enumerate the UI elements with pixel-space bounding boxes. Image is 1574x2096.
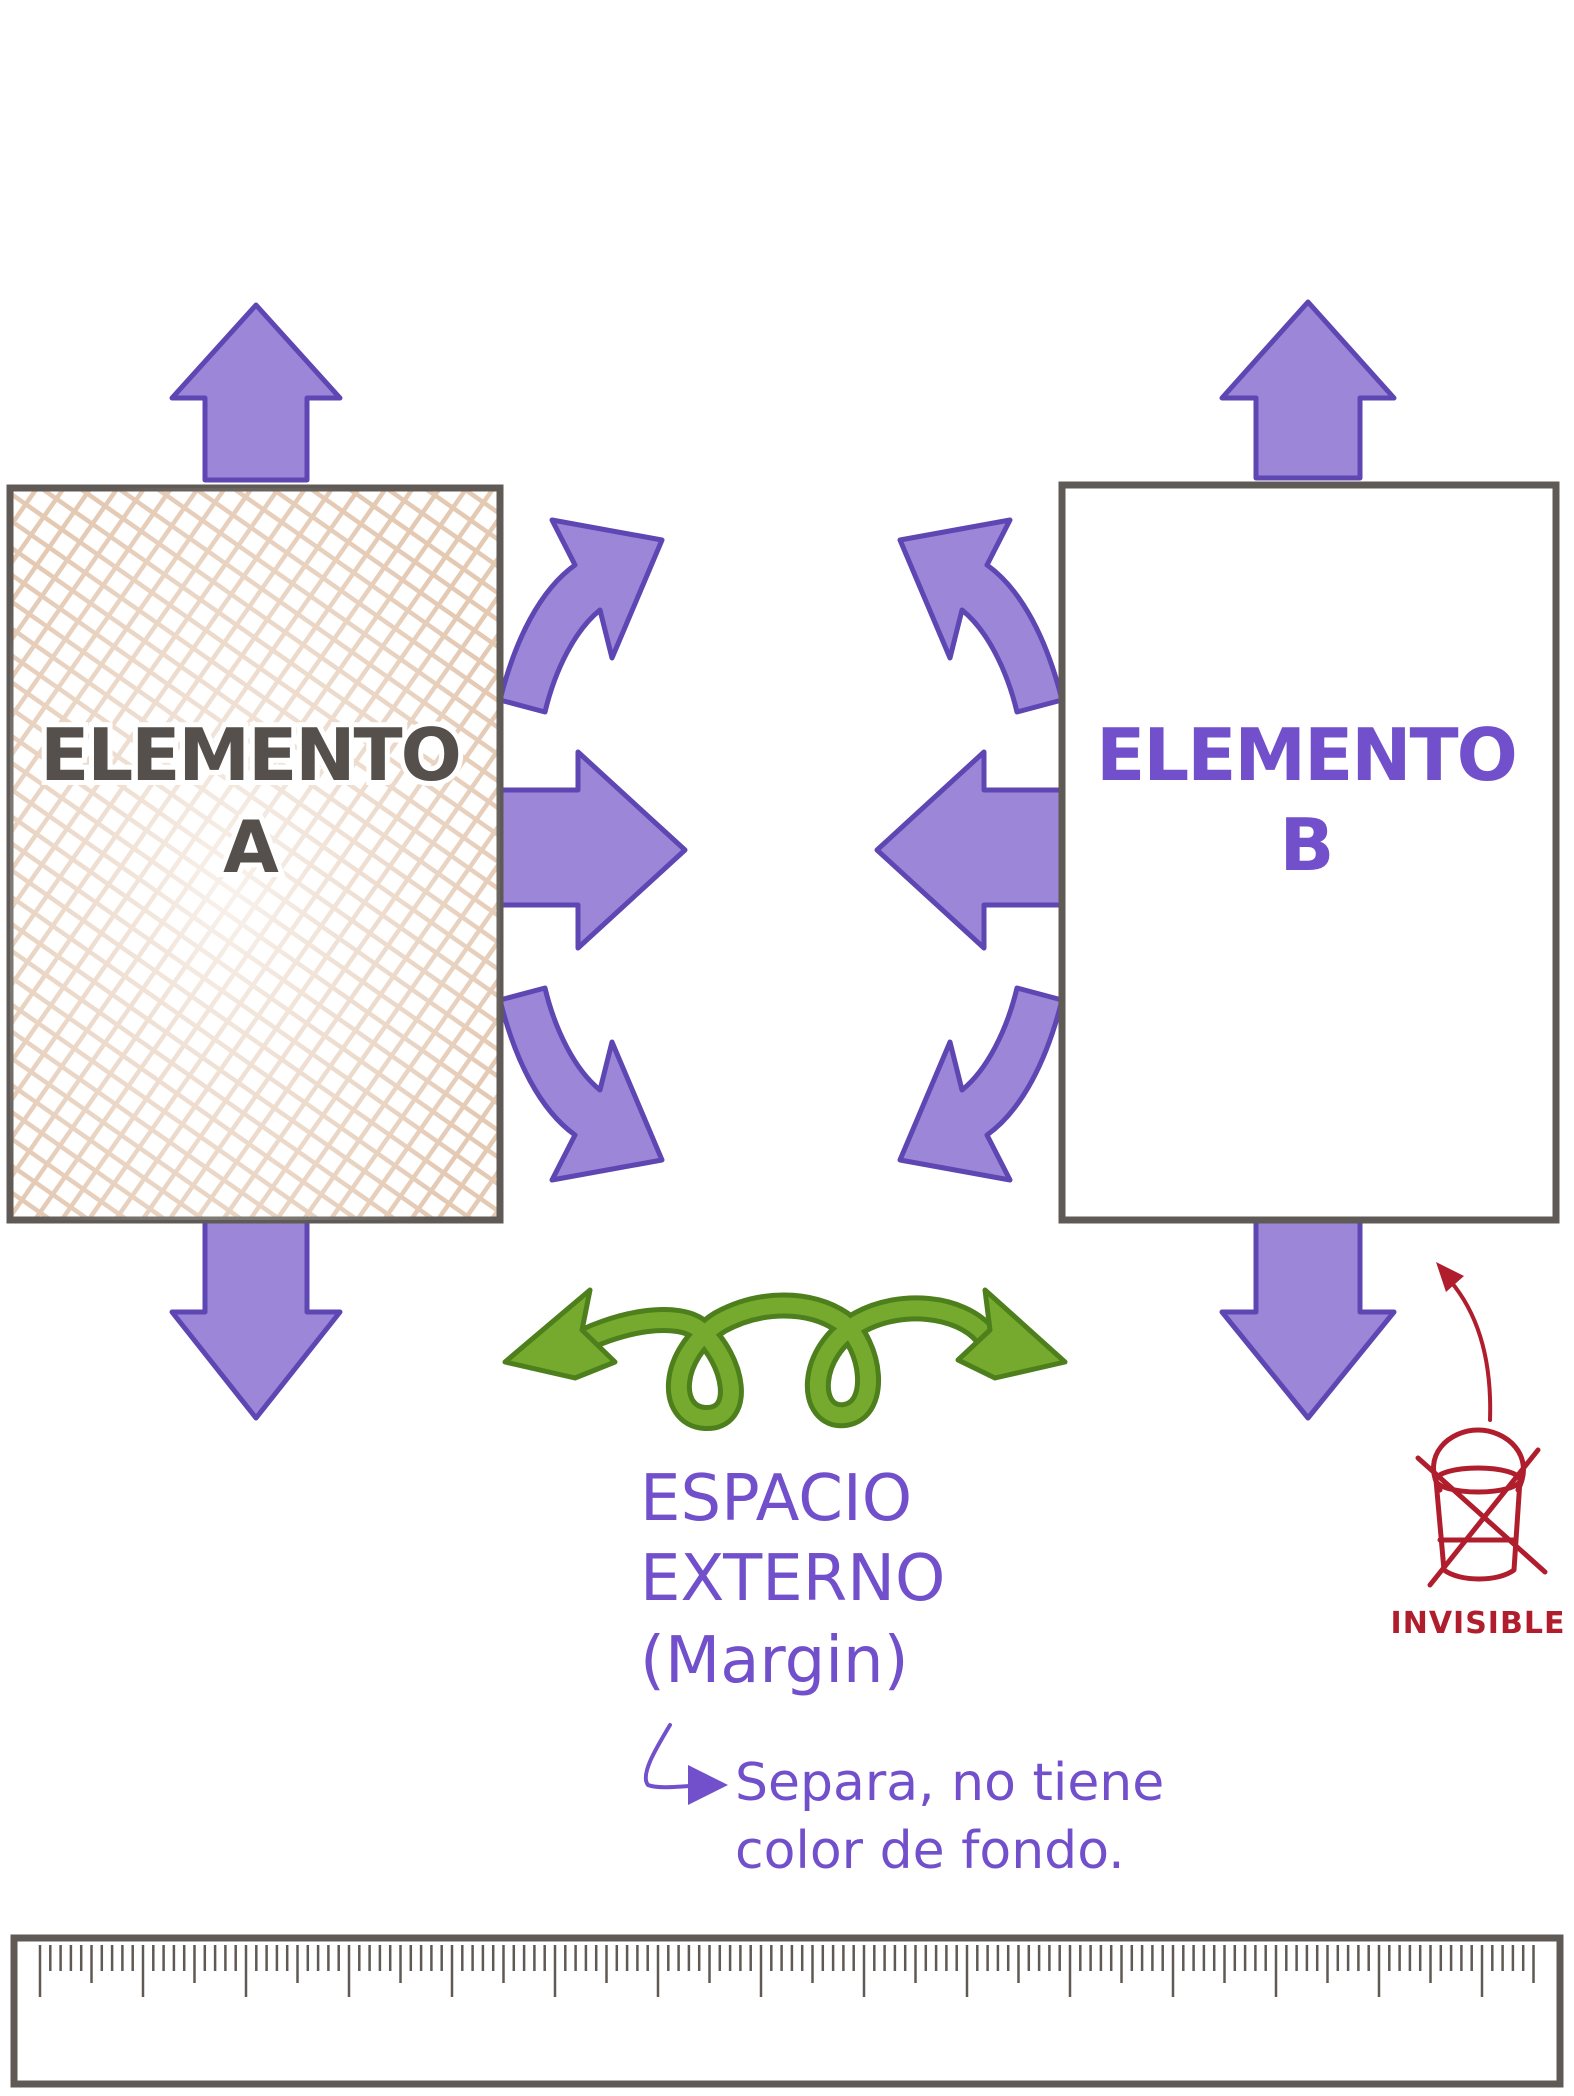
- margin-label-line2: EXTERNO: [640, 1542, 945, 1616]
- element-b-label-line2: B: [1280, 803, 1333, 887]
- margin-label: ESPACIO EXTERNO (Margin): [640, 1462, 945, 1698]
- element-a-arrows: [169, 302, 688, 1421]
- element-a-label-line1: ELEMENTO: [40, 713, 460, 797]
- margin-note-line2: color de fondo.: [735, 1821, 1125, 1881]
- element-b-box: ELEMENTO B: [1058, 481, 1560, 1224]
- element-a-box: ELEMENTO A: [6, 484, 504, 1224]
- margin-note-line1: Separa, no tiene: [735, 1753, 1164, 1813]
- margin-label-line3: (Margin): [640, 1624, 909, 1698]
- arrow-curve-down-right-icon: [497, 985, 665, 1183]
- arrow-down-icon: [169, 1215, 343, 1421]
- element-b-arrows: [874, 299, 1397, 1421]
- element-b-label-line1: ELEMENTO: [1096, 713, 1516, 797]
- arrow-up-icon: [1219, 299, 1397, 481]
- curly-double-arrow-icon: [502, 1287, 1068, 1431]
- arrow-left-icon: [874, 749, 1065, 951]
- invisible-label: INVISIBLE: [1391, 1606, 1566, 1641]
- hook-arrow-icon: [643, 1723, 728, 1806]
- crossed-paint-bucket-icon: [1415, 1427, 1548, 1588]
- thin-arrow-icon: [1443, 1273, 1493, 1422]
- ruler: [10, 1934, 1564, 2088]
- margin-note: Separa, no tiene color de fondo.: [735, 1753, 1164, 1881]
- arrow-right-icon: [497, 749, 688, 951]
- arrow-curve-up-right-icon: [497, 517, 665, 715]
- element-a-label-line2: A: [223, 805, 279, 889]
- arrow-up-icon: [169, 302, 343, 483]
- arrow-curve-down-left-icon: [897, 985, 1065, 1183]
- ruler-ticks: [38, 1945, 1535, 1997]
- margin-label-line1: ESPACIO: [640, 1462, 912, 1536]
- thin-arrow-head: [1436, 1262, 1464, 1292]
- arrow-down-icon: [1219, 1215, 1397, 1421]
- arrow-curve-up-left-icon: [897, 517, 1065, 715]
